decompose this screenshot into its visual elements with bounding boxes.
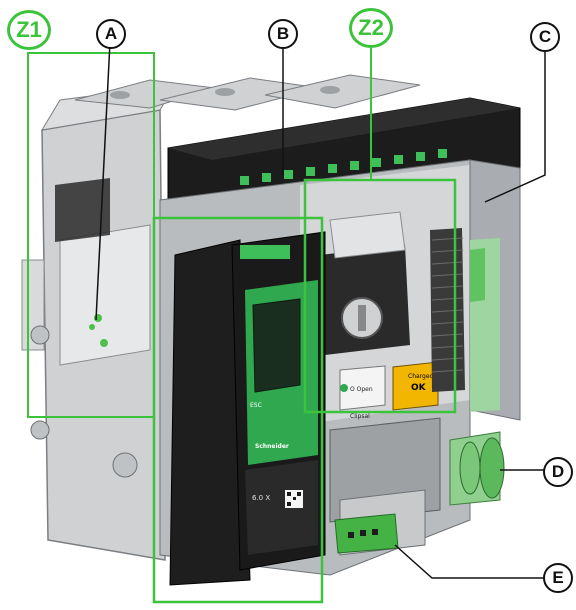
zone-label-z1: Z1 — [7, 10, 51, 50]
trip-unit-housing — [169, 239, 251, 586]
callout-e: E — [543, 563, 573, 593]
clipsal-text: Clipsal — [350, 413, 370, 420]
callout-d: D — [543, 457, 573, 487]
esc-text: ESC — [250, 402, 262, 409]
terminal-connectors — [240, 149, 447, 185]
ok-text: OK — [411, 383, 427, 393]
leader-a — [95, 41, 111, 321]
brand-text: Schneider — [255, 443, 289, 450]
indicator-light-1 — [94, 314, 102, 322]
component-e — [334, 513, 399, 554]
indicator-light-2 — [100, 339, 108, 347]
rating-text: 6.0 X — [252, 494, 270, 502]
leader-e — [394, 544, 545, 579]
charged-indicator — [392, 361, 439, 411]
trip-unit-display — [252, 298, 301, 393]
zone-z2-box — [303, 178, 457, 414]
leader-c — [484, 52, 546, 203]
zone-label-z2: Z2 — [349, 8, 393, 48]
open-text: O Open — [350, 386, 373, 393]
callout-c: C — [530, 22, 560, 52]
zone-z1-box — [152, 216, 324, 604]
callout-a: A — [96, 19, 126, 49]
trip-unit-connector — [240, 245, 290, 259]
charged-text: Charged — [408, 373, 434, 380]
callout-b: B — [268, 19, 298, 49]
